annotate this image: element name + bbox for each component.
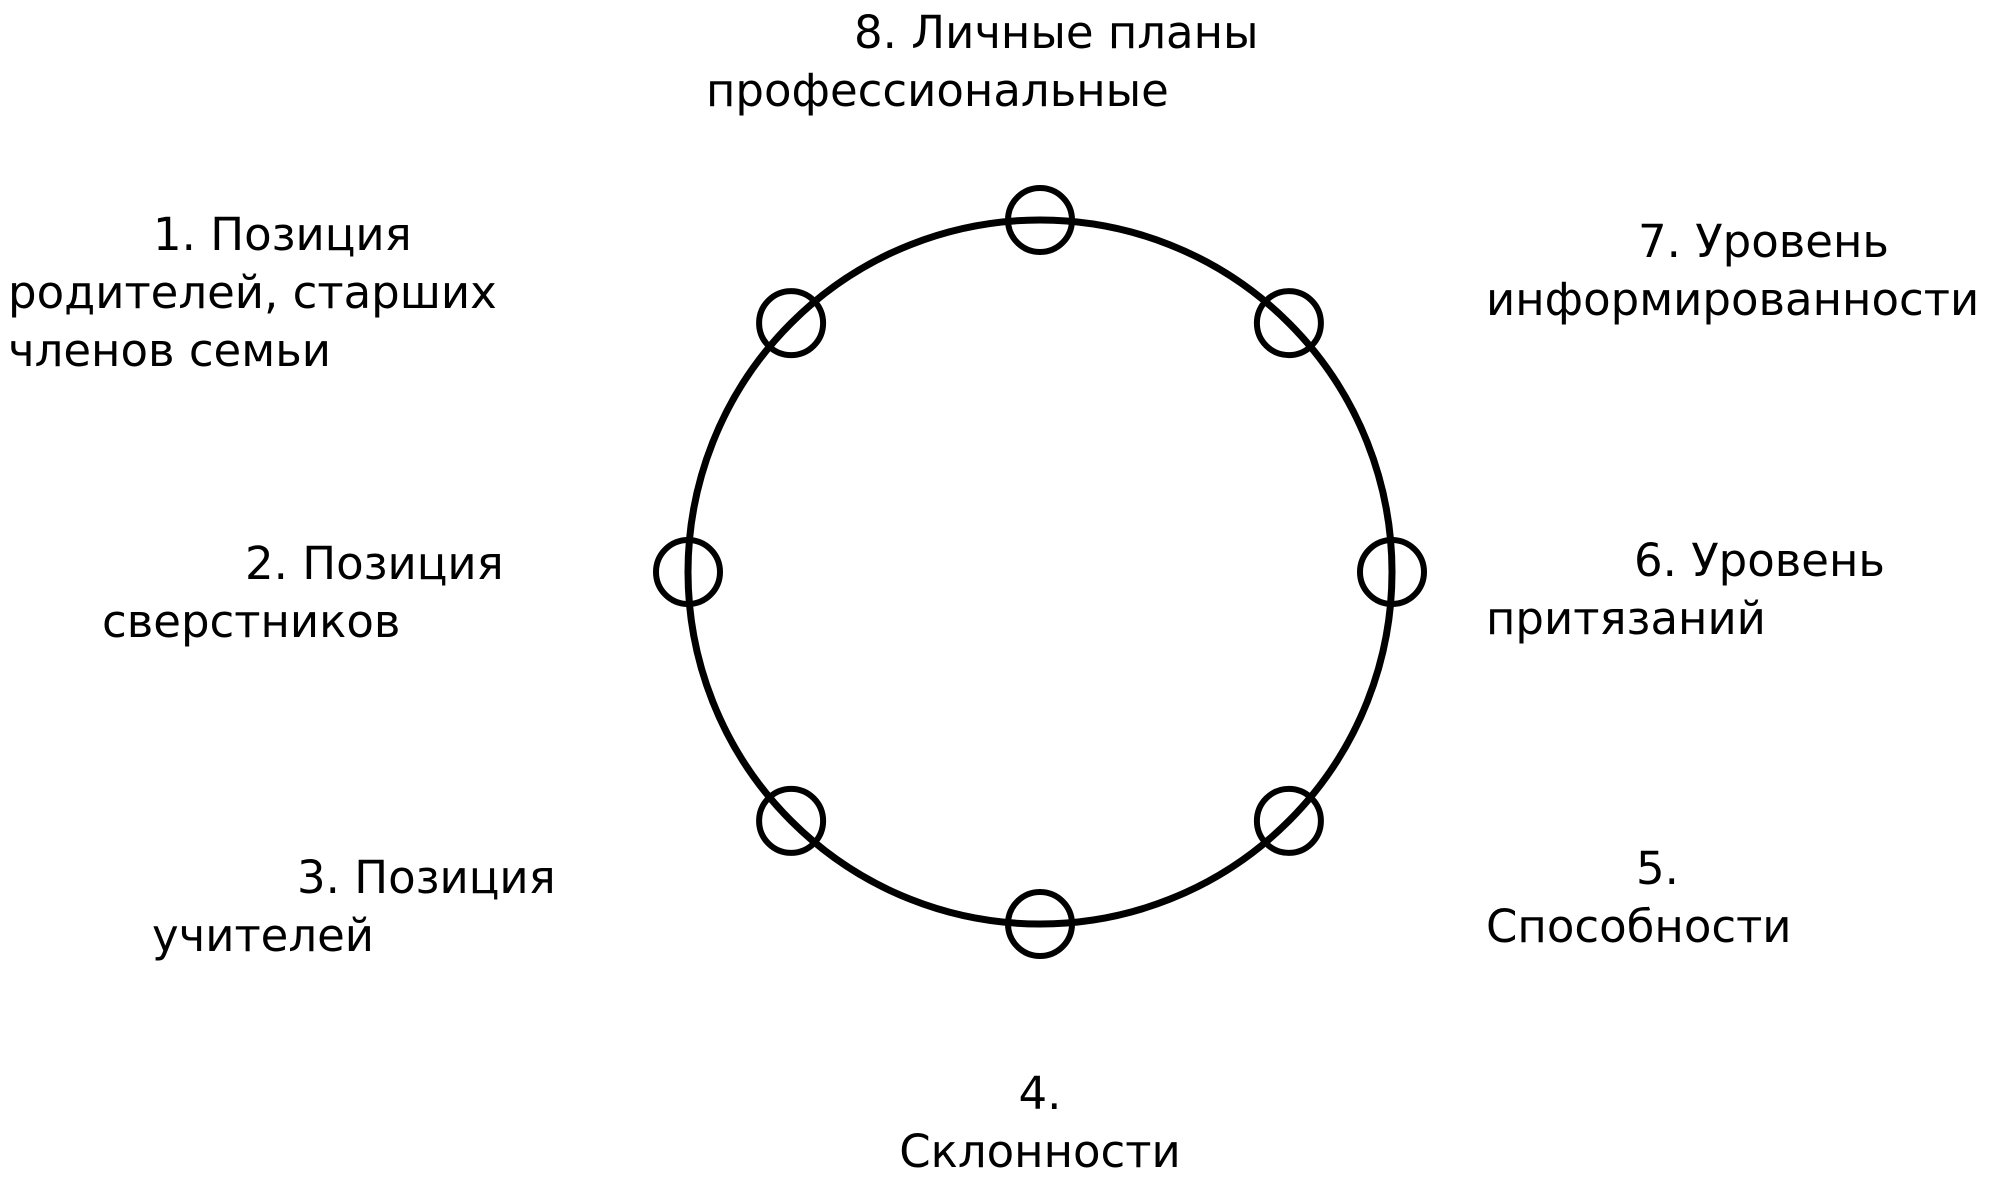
label-parents-position-line1: 1. Позиция bbox=[153, 208, 412, 261]
label-parents-position-line2: родителей, старших bbox=[8, 266, 497, 319]
node-circle bbox=[1005, 889, 1075, 959]
label-peers-position-line2: сверстников bbox=[102, 595, 401, 648]
node-circle bbox=[1005, 185, 1075, 255]
label-aspiration-level-line1: 6. Уровень bbox=[1634, 534, 1885, 587]
label-awareness-level-line2: информированности bbox=[1486, 273, 1980, 326]
label-personal-plans: 8. Личные планы профессиональные bbox=[706, 4, 1259, 120]
label-abilities: 5. Способности bbox=[1486, 840, 1792, 956]
node-group bbox=[653, 185, 1427, 959]
node-circle bbox=[756, 288, 827, 359]
node-circle bbox=[653, 537, 723, 607]
label-awareness-level-line1: 7. Уровень bbox=[1638, 215, 1889, 268]
node-circle bbox=[756, 785, 827, 856]
label-teachers-position: 3. Позиция учителей bbox=[152, 849, 556, 965]
label-peers-position-line1: 2. Позиция bbox=[245, 537, 504, 590]
label-aspiration-level-line2: притязаний bbox=[1486, 592, 1766, 645]
node-circle bbox=[1253, 785, 1324, 856]
label-teachers-position-line1: 3. Позиция bbox=[297, 851, 556, 904]
node-circle bbox=[1357, 537, 1427, 607]
label-parents-position: 1. Позиция родителей, старших членов сем… bbox=[8, 206, 497, 380]
label-awareness-level: 7. Уровень информированности bbox=[1486, 213, 1979, 329]
label-aspiration-level: 6. Уровень притязаний bbox=[1486, 532, 1885, 648]
label-personal-plans-line1: 8. Личные планы bbox=[854, 6, 1259, 59]
label-teachers-position-line2: учителей bbox=[152, 909, 375, 962]
label-parents-position-line3: членов семьи bbox=[8, 324, 331, 377]
label-abilities-line2: Способности bbox=[1486, 900, 1792, 953]
main-ring bbox=[684, 216, 1396, 928]
label-inclinations: 4. Склонности bbox=[820, 1065, 1260, 1181]
label-personal-plans-line2: профессиональные bbox=[706, 64, 1169, 117]
label-abilities-line1: 5. bbox=[1636, 842, 1679, 895]
node-circle bbox=[1253, 288, 1324, 359]
label-inclinations-line2: Склонности bbox=[899, 1125, 1181, 1178]
label-inclinations-line1: 4. bbox=[1018, 1067, 1062, 1120]
label-peers-position: 2. Позиция сверстников bbox=[102, 535, 504, 651]
